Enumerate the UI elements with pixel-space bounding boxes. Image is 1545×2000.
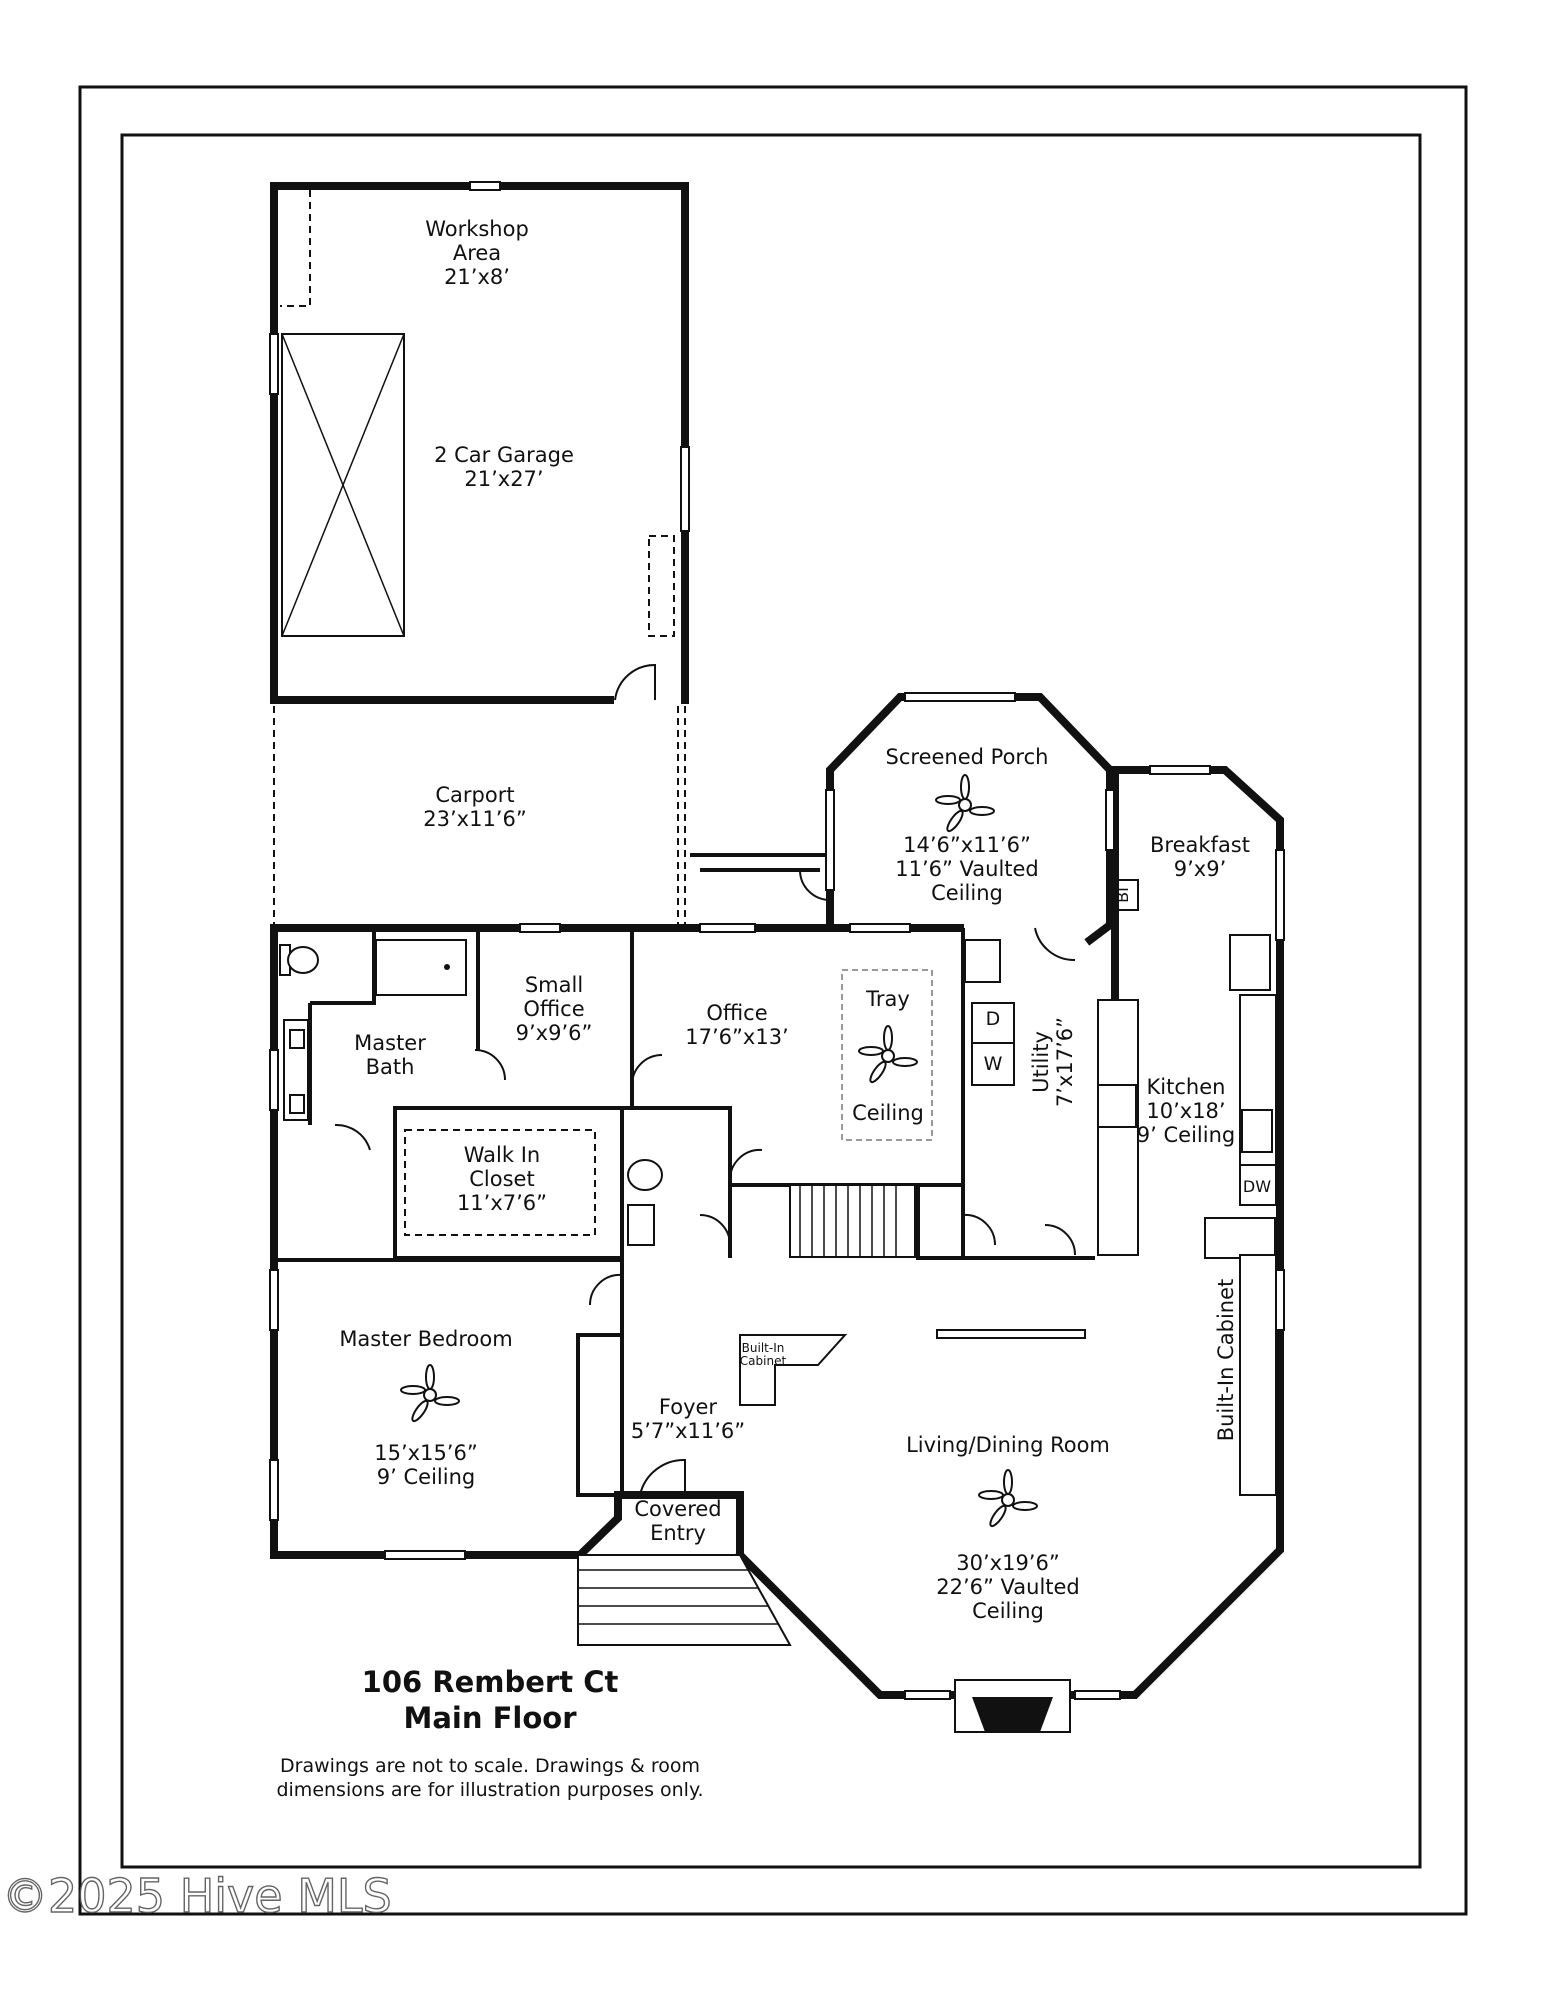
utility-label: Utility — [1029, 1031, 1053, 1093]
garage-size: 21’x27’ — [464, 467, 543, 491]
plan-subtitle: Main Floor — [403, 1701, 577, 1735]
watermark: ©2025 Hive MLS — [2, 1869, 392, 1923]
kitchen-label: Kitchen — [1147, 1075, 1226, 1099]
ceiling-fans — [400, 774, 1038, 1528]
carport-size: 23’x11’6” — [423, 807, 526, 831]
builtin-cabinet-small-label: Built-In — [742, 1341, 785, 1355]
dishwasher-label: DW — [1243, 1177, 1271, 1196]
utility-size: 7’x17’6” — [1053, 1017, 1077, 1107]
fixture-labels: BI D W DW Built-In Cabinet Built-In Cabi… — [740, 887, 1271, 1441]
covered-entry-label-2: Entry — [650, 1521, 706, 1545]
kitchen-size: 10’x18’ — [1146, 1099, 1225, 1123]
plan-title: 106 Rembert Ct — [362, 1665, 619, 1699]
master-bedroom-ceiling: 9’ Ceiling — [377, 1465, 475, 1489]
office-size: 17’6”x13’ — [685, 1025, 788, 1049]
ceiling-fan-icon — [935, 774, 995, 833]
foyer-size: 5’7”x11’6” — [631, 1419, 745, 1443]
ceiling-fan-icon — [400, 1364, 460, 1423]
master-bedroom-label: Master Bedroom — [339, 1327, 512, 1351]
foyer-label: Foyer — [659, 1395, 718, 1419]
washer-label: W — [984, 1053, 1003, 1075]
disclaimer-line-1: Drawings are not to scale. Drawings & ro… — [280, 1755, 700, 1777]
outer-frame — [78, 85, 1468, 1916]
office-label: Office — [706, 1001, 767, 1025]
workshop-label-2: Area — [453, 241, 501, 265]
walk-in-closet-label: Walk In — [464, 1143, 540, 1167]
breakfast-size: 9’x9’ — [1174, 857, 1227, 881]
builtin-bi-label: BI — [1113, 887, 1132, 903]
living-dining-label: Living/Dining Room — [906, 1433, 1110, 1457]
porch-label: Screened Porch — [886, 745, 1049, 769]
living-dining-ceiling: 22’6” Vaulted — [936, 1575, 1080, 1599]
inner-frame — [120, 133, 1422, 1869]
garage-label: 2 Car Garage — [434, 443, 574, 467]
small-office-size: 9’x9’6” — [516, 1021, 593, 1045]
dryer-label: D — [986, 1008, 1001, 1030]
porch-size: 14’6”x11’6” — [903, 833, 1031, 857]
kitchen-ceiling: 9’ Ceiling — [1137, 1123, 1235, 1147]
ceiling-fan-icon — [978, 1469, 1038, 1528]
car-outline — [281, 333, 405, 637]
walk-in-closet-size: 11’x7’6” — [457, 1191, 547, 1215]
master-bath-label-2: Bath — [366, 1055, 415, 1079]
ceiling-fan-icon — [858, 1025, 918, 1084]
breakfast-label: Breakfast — [1150, 833, 1250, 857]
tray-ceiling-label: Tray — [865, 987, 910, 1011]
living-dining-size: 30’x19’6” — [956, 1551, 1059, 1575]
builtin-cabinet-long-label: Built-In Cabinet — [1214, 1279, 1238, 1442]
covered-entry-label: Covered — [634, 1497, 721, 1521]
plan-title-block: 106 Rembert Ct Main Floor Drawings are n… — [276, 1665, 703, 1801]
living-dining-ceiling-2: Ceiling — [972, 1599, 1044, 1623]
builtin-cabinet-small-label-2: Cabinet — [740, 1354, 787, 1368]
porch-ceiling: 11’6” Vaulted — [895, 857, 1039, 881]
disclaimer-line-2: dimensions are for illustration purposes… — [276, 1779, 703, 1801]
tray-ceiling-label-2: Ceiling — [852, 1101, 924, 1125]
garage-block — [269, 181, 690, 925]
small-office-label: Small — [525, 973, 583, 997]
walk-in-closet-label-2: Closet — [469, 1167, 534, 1191]
windows — [269, 692, 1285, 1700]
small-office-label-2: Office — [523, 997, 584, 1021]
doors — [334, 869, 1076, 1496]
room-labels: Workshop Area 21’x8’ 2 Car Garage 21’x27… — [339, 217, 1250, 1623]
fixtures — [279, 879, 1277, 1733]
carport-label: Carport — [435, 783, 514, 807]
master-bath-label: Master — [354, 1031, 426, 1055]
workshop-label: Workshop — [425, 217, 529, 241]
master-bedroom-size: 15’x15’6” — [374, 1441, 477, 1465]
porch-ceiling-2: Ceiling — [931, 881, 1003, 905]
workshop-size: 21’x8’ — [444, 265, 510, 289]
